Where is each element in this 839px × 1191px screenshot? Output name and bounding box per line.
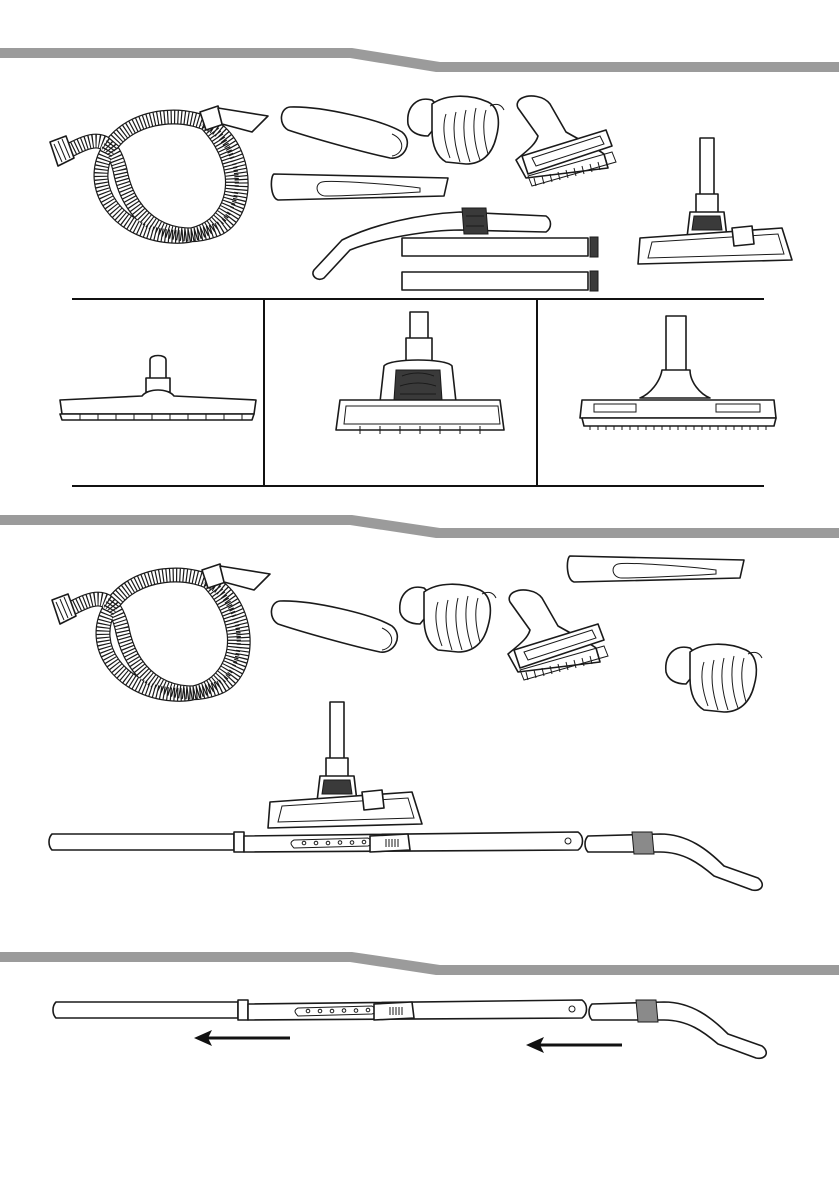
section-band-3: [0, 952, 839, 975]
turbo-brush-illustration: [336, 312, 504, 434]
section-2: [49, 556, 762, 890]
floor-nozzle-illustration: [638, 138, 792, 264]
section-band-1: [0, 48, 839, 72]
floor-nozzle-illustration-2: [268, 702, 422, 828]
extension-tube-illustration-2: [402, 271, 598, 291]
arrow-left-icon: [194, 1030, 290, 1046]
hard-floor-nozzle-illustration: [60, 356, 256, 421]
telescopic-wand-illustration: [49, 832, 762, 890]
telescopic-wand-illustration-2: [53, 1000, 766, 1058]
parquet-brush-illustration: [580, 316, 776, 430]
hose-illustration: [50, 106, 268, 236]
round-brush-illustration: [408, 96, 504, 164]
optional-nozzles-table: [60, 299, 776, 486]
crevice-tool-illustration: [271, 174, 448, 200]
upholstery-tube-illustration: [281, 107, 407, 158]
extension-tube-illustration: [402, 237, 598, 257]
section-3: [53, 1000, 766, 1058]
arrow-left-icon-2: [526, 1037, 622, 1053]
upholstery-brush-illustration: [516, 96, 616, 186]
round-brush-illustration-2: [400, 584, 496, 652]
hose-illustration-2: [52, 564, 270, 694]
upholstery-tube-illustration-2: [271, 601, 397, 652]
upholstery-brush-illustration-2: [508, 590, 608, 680]
round-brush-illustration-3: [666, 644, 762, 712]
crevice-tool-illustration-2: [567, 556, 744, 582]
section-band-2: [0, 515, 839, 538]
section-1: [50, 96, 792, 291]
